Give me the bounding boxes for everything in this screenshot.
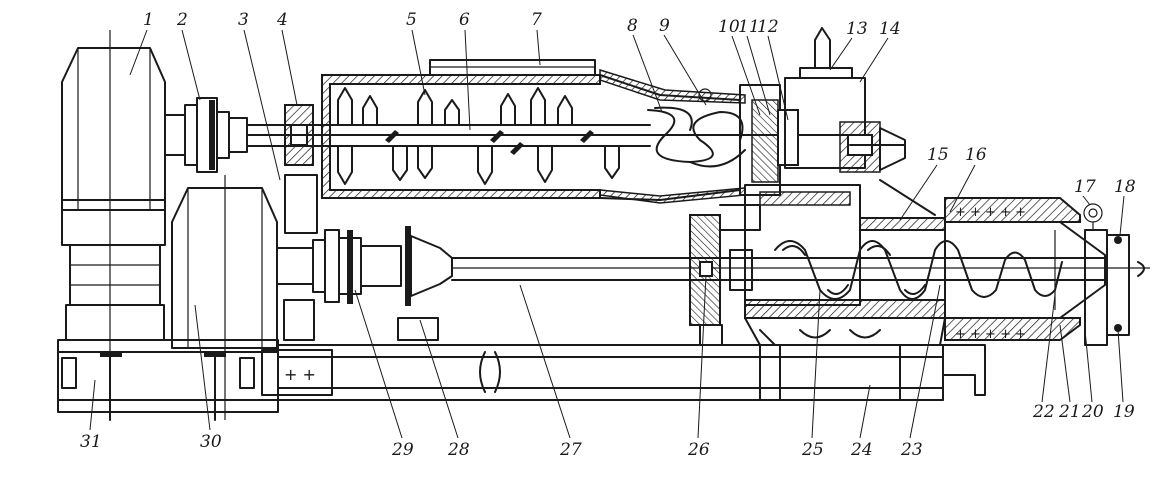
feed-cone-screw	[599, 68, 761, 231]
label-8: 8	[627, 16, 638, 36]
mixer-paddles	[337, 87, 620, 185]
label-30: 30	[200, 432, 222, 452]
label-23: 23	[900, 440, 923, 460]
label-15: 15	[927, 145, 949, 165]
label-29: 29	[391, 440, 414, 460]
label-26: 26	[687, 440, 710, 460]
label-16: 16	[965, 145, 987, 165]
label-20: 20	[1081, 402, 1104, 422]
label-1: 1	[143, 10, 154, 30]
label-22: 22	[1032, 402, 1055, 422]
die-cutter-assembly: + + + + + + + + + +	[944, 197, 1145, 346]
extrusion-screw	[774, 240, 1063, 300]
label-24: 24	[850, 440, 873, 460]
part-labels: 1 2 3 4 5 6 7 8 9 10 11 12 13 14 15 16 1…	[80, 10, 1136, 460]
motor-lower	[171, 175, 453, 420]
label-25: 25	[801, 440, 824, 460]
svg-text:+ + + + +: + + + + +	[955, 327, 1026, 342]
label-7: 7	[531, 10, 542, 30]
motor-upper	[61, 30, 248, 420]
label-6: 6	[459, 10, 470, 30]
label-10: 10	[718, 17, 740, 37]
label-5: 5	[406, 10, 417, 30]
label-19: 19	[1113, 402, 1135, 422]
label-27: 27	[559, 440, 582, 460]
svg-text:+ + + + +: + + + + +	[955, 205, 1026, 220]
label-31: 31	[80, 432, 102, 452]
label-14: 14	[879, 19, 901, 39]
label-4: 4	[276, 10, 288, 30]
label-17: 17	[1074, 177, 1096, 197]
label-2: 2	[176, 10, 188, 30]
head-assembly	[739, 27, 936, 216]
label-11: 11	[738, 17, 760, 37]
label-9: 9	[659, 16, 670, 36]
label-28: 28	[447, 440, 470, 460]
leader-lines	[89, 29, 1125, 439]
label-12: 12	[757, 17, 779, 37]
label-21: 21	[1058, 402, 1081, 422]
label-18: 18	[1114, 177, 1136, 197]
label-3: 3	[238, 10, 249, 30]
label-13: 13	[846, 19, 868, 39]
svg-text:+ +: + +	[284, 365, 316, 384]
base-frame: + +	[57, 339, 986, 421]
